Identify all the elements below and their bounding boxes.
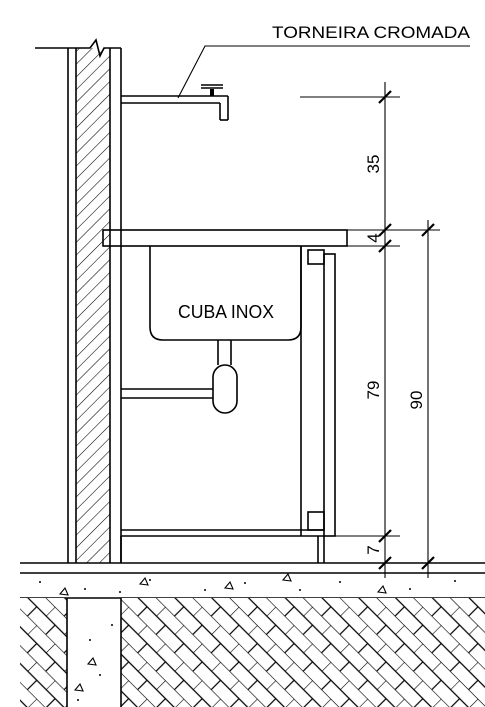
countertop — [102, 229, 348, 247]
wall — [35, 38, 122, 563]
faucet-leader — [177, 45, 470, 99]
dim-cabinet-height: 79 — [364, 381, 383, 400]
soil-hatch — [20, 598, 485, 707]
dim-counter-thickness: 4 — [364, 233, 383, 242]
faucet — [121, 84, 229, 121]
drain-siphon — [121, 340, 238, 414]
faucet-label: TORNEIRA CROMADA — [272, 23, 471, 42]
sink-bowl — [149, 246, 302, 341]
sink-label: CUBA INOX — [178, 302, 274, 322]
cabinet — [120, 246, 336, 563]
dimension-lines — [300, 82, 440, 578]
dim-total-height: 90 — [407, 391, 426, 410]
dim-base-height: 7 — [364, 545, 383, 554]
dim-faucet-height: 35 — [364, 155, 383, 174]
